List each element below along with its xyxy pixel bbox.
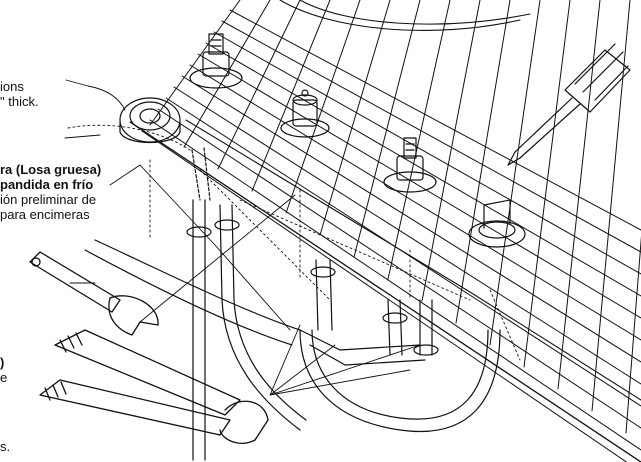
valve-right	[383, 137, 437, 193]
tile-line	[387, 0, 451, 280]
tile-line	[625, 235, 641, 434]
backsplash-line	[279, 0, 531, 31]
plumber-tape-roll	[119, 97, 181, 143]
callout-mid-line2: para encimeras	[0, 207, 90, 222]
countertop-thickness-edge	[185, 119, 641, 401]
tile-line	[213, 31, 641, 275]
tile-line	[183, 0, 271, 148]
screwdriver	[507, 43, 631, 166]
tile-line	[141, 130, 628, 462]
callout-mid-line1: ión preliminar de	[0, 192, 97, 207]
callout-mid-title1: ra (Losa gruesa)	[0, 162, 102, 177]
leader-lines	[64, 79, 421, 396]
countertop-front-edge	[129, 121, 641, 462]
tile-vertical-lines	[149, 0, 641, 434]
tile-line	[523, 0, 571, 368]
tile-line	[197, 53, 641, 319]
tile-line	[181, 75, 641, 363]
countertop-tile-grid	[129, 0, 641, 462]
supply-hoses	[84, 199, 501, 461]
tile-line	[173, 86, 641, 385]
underside-dotted-guides	[67, 124, 521, 361]
faucet-valves	[189, 33, 526, 248]
tongue-groove-pliers	[39, 329, 269, 444]
callout-top-line2: " thick.	[0, 94, 39, 109]
tile-line	[455, 0, 511, 324]
tile-line	[149, 119, 641, 451]
pipe-collars	[186, 147, 439, 356]
tile-line	[285, 0, 361, 214]
tile-line	[591, 0, 631, 412]
callout-top-line1: ions	[0, 79, 24, 94]
adjustable-wrench	[29, 251, 159, 336]
callout-low-line1: )	[0, 355, 5, 370]
tile-line	[557, 0, 601, 390]
tile-line	[189, 64, 641, 341]
callout-mid-title2: pandida en frío	[0, 177, 94, 192]
callout-bottom-fragment: s.	[0, 439, 11, 454]
tile-line	[221, 20, 641, 253]
valve-center	[280, 89, 330, 138]
tile-line	[489, 0, 541, 346]
tile-horizontal-lines	[141, 9, 641, 462]
spout-flange	[468, 199, 526, 248]
valve-left	[189, 33, 243, 89]
tile-line	[157, 108, 641, 429]
tile-line	[319, 0, 391, 236]
tile-line	[229, 9, 641, 231]
tile-line	[353, 0, 421, 258]
callout-low-line2: e	[0, 370, 8, 385]
tile-line	[251, 0, 331, 192]
tile-line	[149, 0, 241, 126]
